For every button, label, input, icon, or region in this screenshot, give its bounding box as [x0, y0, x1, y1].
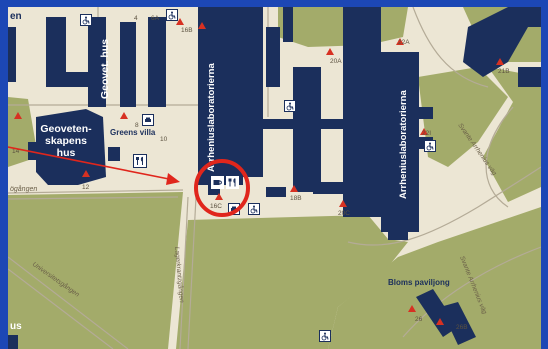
geovet-hus-label: Geovet. hus: [99, 39, 111, 99]
number-22a: 22A: [398, 39, 410, 46]
number-26b: 26B: [456, 324, 468, 331]
entrance-marker-icon: [326, 48, 334, 55]
entrance-marker-icon: [176, 18, 184, 25]
entrance-marker-icon: [290, 185, 298, 192]
number-6a: 6A: [151, 15, 160, 22]
number-20c: 20C: [338, 210, 350, 217]
restaurant-icon: [133, 154, 147, 168]
entrance-marker-icon: [14, 112, 22, 119]
number-8: 8: [135, 122, 139, 129]
entrance-marker-icon: [120, 112, 128, 119]
greens-villa-label: Greens villa: [110, 128, 156, 137]
number-12: 12: [82, 184, 90, 191]
sodergangen-label: ögången: [10, 185, 37, 193]
wheelchair-icon: [80, 14, 92, 26]
cafe-icon: [211, 176, 224, 189]
map-canvas: en us Geovet. hus Geoveten- skapens hus …: [8, 7, 541, 349]
wheelchair-icon: [319, 330, 331, 342]
number-4: 4: [134, 15, 138, 22]
buildings: [8, 7, 541, 349]
entrance-markers: [14, 18, 504, 325]
campus-map[interactable]: en us Geovet. hus Geoveten- skapens hus …: [8, 7, 541, 349]
entrance-marker-icon: [198, 22, 206, 29]
geovetenskapens-label-3: hus: [57, 147, 76, 159]
arrhenius-left-label: Arrheniuslaboratorierna: [206, 63, 217, 172]
entrance-marker-icon: [339, 200, 347, 207]
geovetenskapens-label-1: Geoveten-: [40, 123, 92, 135]
parking-icon: [142, 114, 154, 126]
entrance-marker-icon: [82, 170, 90, 177]
number-14: 14: [12, 148, 20, 155]
entrance-marker-icon: [215, 193, 223, 200]
pointer-arrow-line: [8, 146, 175, 181]
entrance-marker-icon: [496, 58, 504, 65]
number-18b: 18B: [290, 195, 302, 202]
number-10: 10: [160, 136, 168, 143]
entrance-marker-icon: [408, 305, 416, 312]
entrance-marker-icon: [396, 38, 404, 45]
entrance-marker-icon: [436, 318, 444, 325]
geovetenskapens-label-2: skapens: [45, 135, 87, 147]
paths: [8, 7, 541, 349]
wheelchair-icons: [80, 9, 436, 342]
number-16c: 16C: [210, 203, 222, 210]
wheelchair-icon: [166, 9, 178, 21]
highlight-circle: [194, 159, 250, 217]
corner-top-label: en: [10, 11, 22, 22]
entrance-marker-icon: [420, 128, 428, 135]
highlight-annotation: [8, 146, 250, 217]
number-21b: 21B: [498, 68, 510, 75]
pointer-arrow-head: [166, 173, 180, 185]
number-22i: 22I: [422, 130, 431, 137]
wheelchair-icon: [424, 140, 436, 152]
number-20a: 20A: [330, 58, 342, 65]
corner-bottom-label: us: [10, 321, 22, 332]
arrhenius-right-label: Arrheniuslaboratorierna: [398, 90, 409, 199]
number-16b: 16B: [181, 27, 193, 34]
bloms-paviljong-label: Bloms paviljong: [388, 278, 450, 287]
number-26: 26: [415, 316, 423, 323]
wheelchair-icon: [284, 100, 296, 112]
wheelchair-icon: [248, 203, 260, 215]
restaurant-icon: [226, 176, 239, 189]
